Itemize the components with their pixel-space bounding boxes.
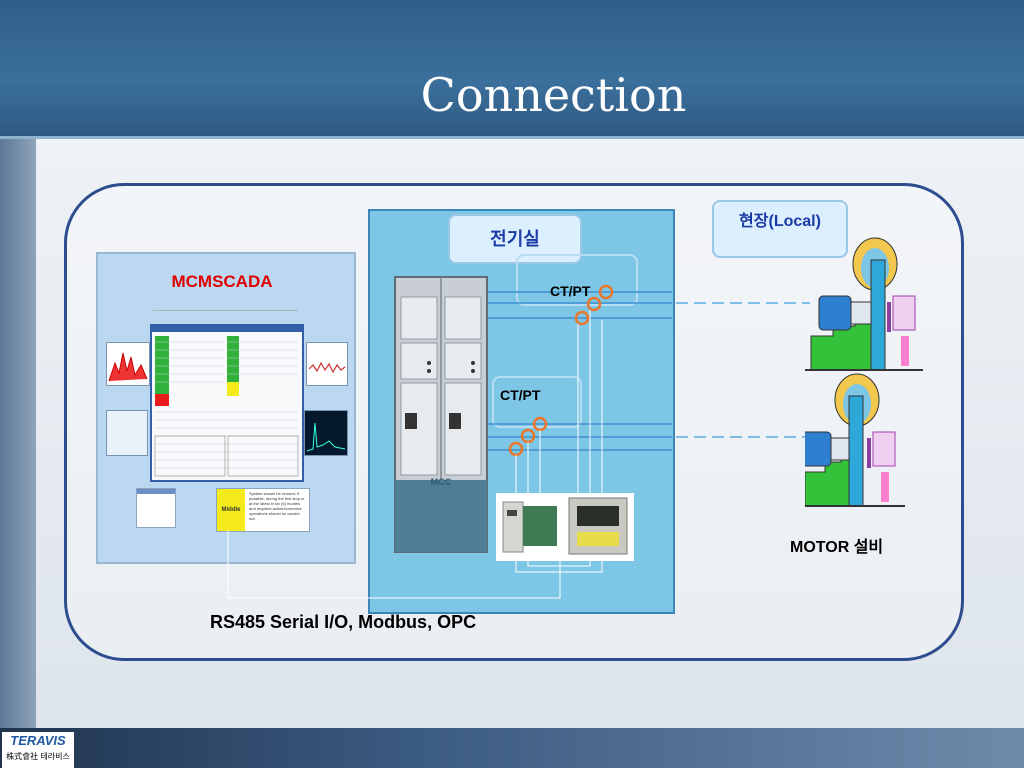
relay-module-photo	[496, 493, 564, 561]
scada-panel: MCMSCADA	[96, 252, 356, 564]
trend-chart-thumbnail	[106, 342, 150, 386]
logo-company-name: 株式會社 테라비스	[6, 752, 70, 761]
ctpt-bottom-label: CT/PT	[500, 387, 541, 403]
bottom-bar	[0, 728, 1024, 768]
protocol-label: RS485 Serial I/O, Modbus, OPC	[210, 612, 477, 632]
dashboard-thumbnail	[106, 410, 148, 456]
slide-title: Connection	[420, 68, 687, 122]
mcc-cabinet: MCC	[394, 276, 488, 553]
mcc-label: MCC	[431, 477, 452, 487]
scada-title: MCMSCADA	[171, 272, 273, 291]
local-label: 현장(Local)	[712, 200, 848, 258]
ctpt-top-label: CT/PT	[550, 283, 591, 299]
motor-bottom	[805, 373, 905, 507]
scada-grid	[154, 336, 299, 477]
left-strip	[0, 139, 36, 729]
status-note: Middle System should be revised, if poss…	[216, 488, 310, 532]
logo-wordmark: TERAVIS	[10, 733, 66, 748]
ctpt-top-box	[516, 254, 638, 306]
status-label: Middle	[217, 489, 245, 531]
motor-label: MOTOR 설비	[790, 539, 884, 556]
teravis-logo: TERAVIS 株式會社 테라비스	[2, 732, 74, 768]
status-note-text: System should be revised, if possible, d…	[249, 491, 305, 521]
info-note-thumbnail	[136, 488, 176, 528]
spectrum-thumbnail	[304, 410, 348, 456]
motor-top	[805, 237, 923, 371]
scada-window	[150, 324, 304, 482]
title-bar	[0, 0, 1024, 139]
protection-relay-photo	[562, 493, 634, 561]
trend-chart-thumbnail-right	[306, 342, 348, 386]
